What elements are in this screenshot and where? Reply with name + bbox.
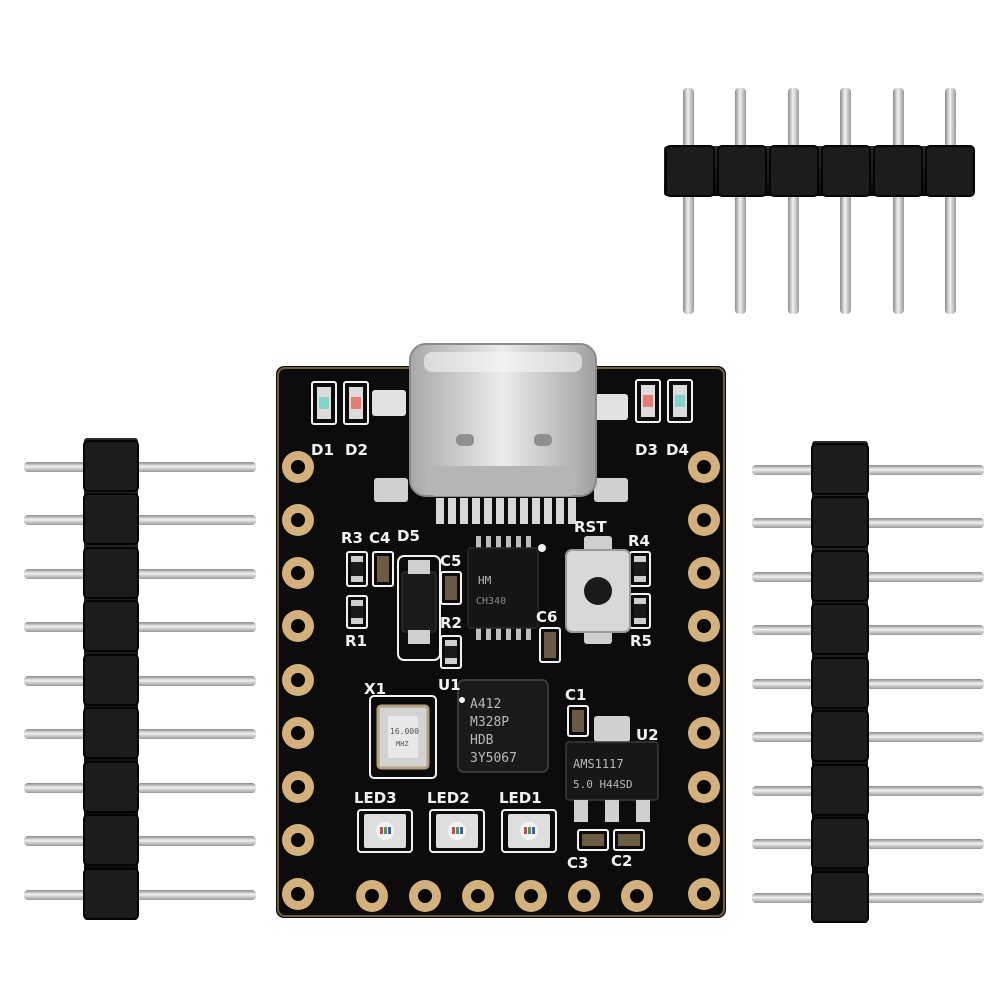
- label-r2: R2: [440, 614, 462, 632]
- label-c3: C3: [567, 854, 588, 872]
- usb-chip-marking-1: HM: [478, 574, 492, 587]
- label-r3: R3: [341, 529, 363, 547]
- mcu-atmega328p: A412 M328P HDB 3Y5067: [457, 679, 549, 773]
- label-c4: C4: [369, 529, 390, 547]
- label-u2: U2: [636, 726, 659, 744]
- resistor-r1: [346, 595, 368, 629]
- left-header-housing: [83, 438, 139, 920]
- label-led3: LED3: [354, 789, 397, 807]
- top-header-pins: [683, 88, 956, 314]
- regulator-marking-2: 5.0 H44SD: [573, 778, 633, 791]
- bottom-castellated-pads: [356, 880, 653, 912]
- label-r5: R5: [630, 632, 652, 650]
- label-d3: D3: [635, 441, 658, 459]
- top-header-housing: [664, 145, 975, 197]
- usb-c-connector: [372, 343, 628, 502]
- label-x1: X1: [364, 680, 386, 698]
- capacitor-c2: [613, 829, 645, 851]
- label-led2: LED2: [427, 789, 470, 807]
- pcb-vias: [459, 544, 546, 703]
- reset-button[interactable]: [565, 536, 631, 644]
- top-pin-header: [664, 88, 975, 314]
- label-d1: D1: [311, 441, 334, 459]
- label-c5: C5: [440, 552, 461, 570]
- capacitor-c4: [372, 551, 394, 587]
- smd-led-d3: [635, 379, 661, 423]
- capacitor-c5: [440, 571, 462, 605]
- rgb-led-led3: [357, 809, 413, 853]
- usb-c-solder-pins: [436, 498, 576, 524]
- label-d5: D5: [397, 527, 420, 545]
- label-rst: RST: [574, 518, 607, 536]
- label-c2: C2: [611, 852, 632, 870]
- label-led1: LED1: [499, 789, 542, 807]
- regulator-ams1117: AMS1117 5.0 H44SD: [565, 716, 659, 822]
- label-d4: D4: [666, 441, 689, 459]
- left-castellated-pads: [282, 451, 314, 910]
- mcu-marking-2: M328P: [470, 715, 509, 730]
- capacitor-c6: [539, 627, 561, 663]
- rgb-led-led1: [501, 809, 557, 853]
- capacitor-c3: [577, 829, 609, 851]
- resistor-r3: [346, 551, 368, 587]
- mcu-marking-1: A412: [470, 697, 501, 712]
- label-r1: R1: [345, 632, 367, 650]
- rgb-led-led2: [429, 809, 485, 853]
- capacitor-c1: [567, 705, 589, 737]
- smd-led-d2: [343, 381, 369, 425]
- smd-led-d1: [311, 381, 337, 425]
- label-d2: D2: [345, 441, 368, 459]
- crystal-x1: 16.000 MHZ: [369, 695, 437, 779]
- resistor-r5: [629, 593, 651, 629]
- label-u1: U1: [438, 676, 461, 694]
- left-pin-header: [24, 438, 256, 920]
- right-castellated-pads: [688, 451, 720, 910]
- crystal-marking-2: MHZ: [396, 740, 409, 748]
- usb-serial-chip: HM CH340: [467, 536, 539, 640]
- left-header-pins: [24, 462, 256, 900]
- silkscreen-labels: D1 D2 D3 D4 R3 C4 D5 C5 R1 R2 C6 RST R4 …: [311, 441, 689, 872]
- label-r4: R4: [628, 532, 650, 550]
- smd-led-d4: [667, 379, 693, 423]
- resistor-r2: [440, 635, 462, 669]
- mcu-marking-4: 3Y5067: [470, 751, 517, 766]
- label-c1: C1: [565, 686, 586, 704]
- regulator-marking-1: AMS1117: [573, 757, 624, 771]
- crystal-marking-1: 16.000: [390, 727, 419, 736]
- mcu-marking-3: HDB: [470, 733, 494, 748]
- right-pin-header: [752, 441, 984, 923]
- label-c6: C6: [536, 608, 557, 626]
- usb-chip-marking-2: CH340: [476, 596, 506, 607]
- right-header-housing: [811, 441, 869, 923]
- diode-d5: [397, 555, 441, 661]
